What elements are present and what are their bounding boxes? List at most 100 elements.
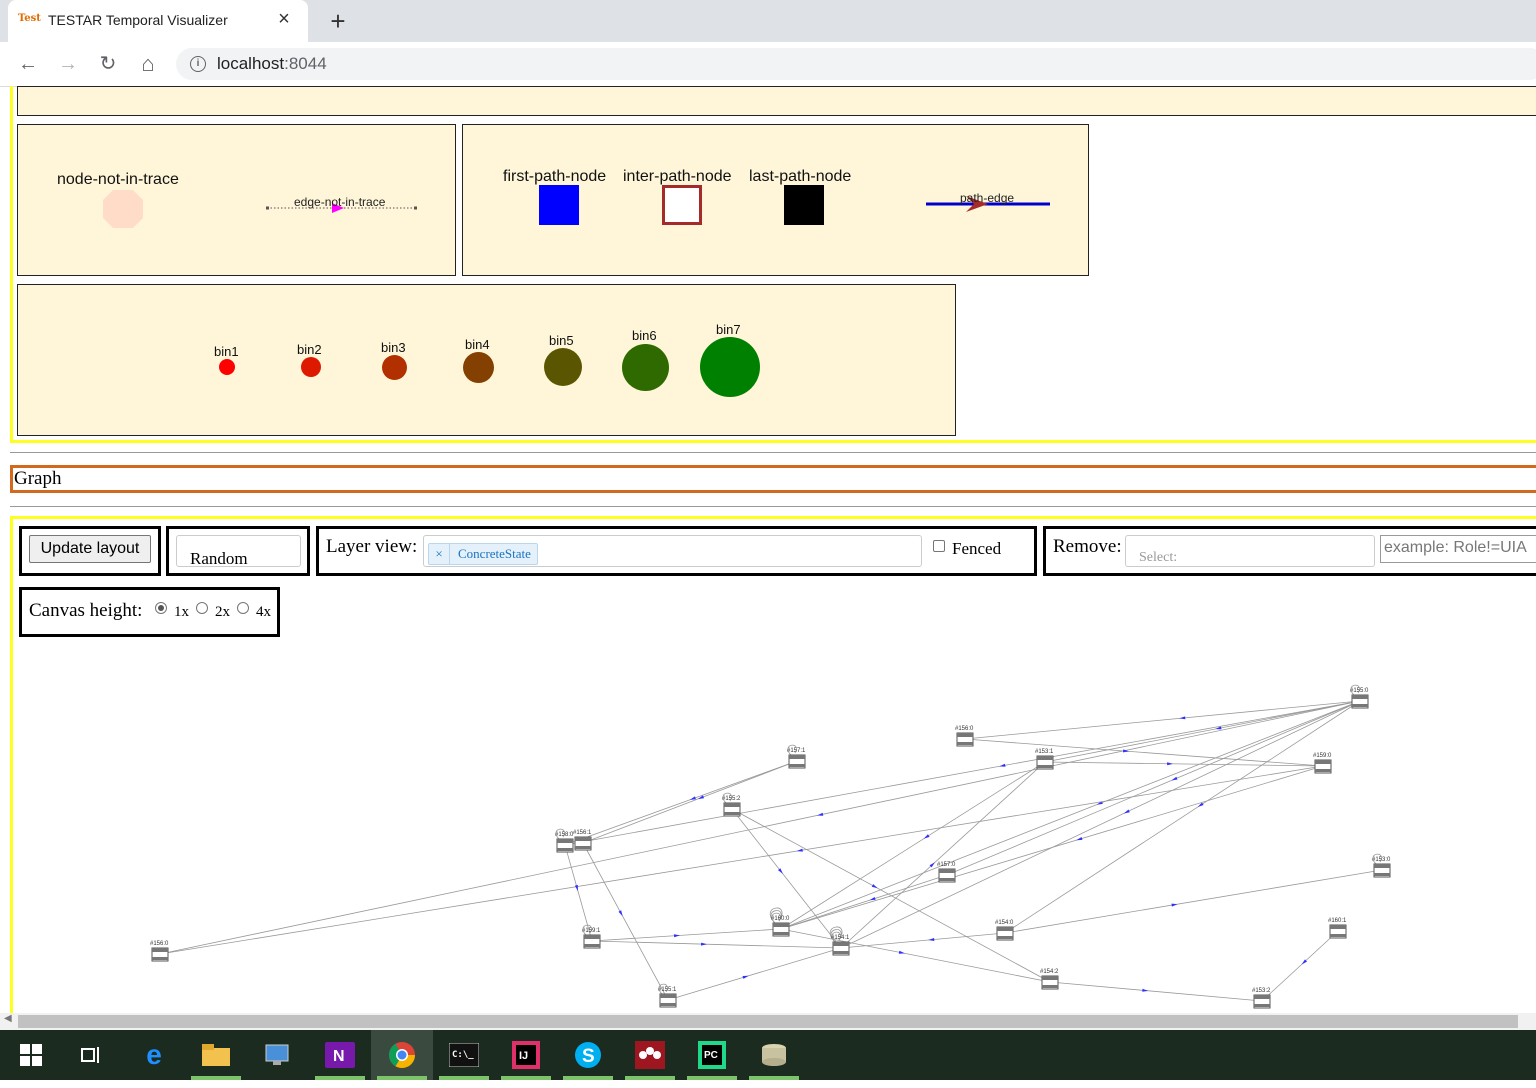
chrome-icon[interactable] xyxy=(371,1030,433,1080)
mendeley-active xyxy=(625,1076,675,1080)
self-loop-edge[interactable] xyxy=(787,744,797,756)
graph-edge[interactable] xyxy=(1044,761,1324,767)
update-layout-button[interactable]: Update layout xyxy=(29,535,151,563)
canvas-2x-radio[interactable] xyxy=(196,602,208,614)
self-loop-edge[interactable] xyxy=(769,907,783,924)
graph-node[interactable]: #155:2 xyxy=(722,796,741,817)
graph-edge[interactable] xyxy=(582,842,669,1001)
chip-label: ConcreteState xyxy=(458,546,531,561)
graph-node[interactable]: #158:0 xyxy=(555,832,574,853)
file-explorer-icon[interactable] xyxy=(185,1030,247,1080)
remove-select[interactable]: Select: xyxy=(1125,535,1375,567)
graph-edge[interactable] xyxy=(564,760,798,846)
graph-node[interactable]: #159:1 xyxy=(582,928,601,949)
graph-node[interactable]: #156:0 xyxy=(150,941,169,962)
graph-edge[interactable] xyxy=(780,700,1361,930)
graph-edge[interactable] xyxy=(964,700,1361,740)
graph-node[interactable]: #153:0 xyxy=(1372,857,1391,878)
graph-edge[interactable] xyxy=(1004,869,1383,934)
graph-edge[interactable] xyxy=(1261,930,1339,1002)
graph-edge[interactable] xyxy=(780,761,1046,930)
graph-node[interactable]: #155:0 xyxy=(1350,688,1369,709)
remote-desktop-icon[interactable] xyxy=(247,1030,309,1080)
node-label: #156:0 xyxy=(150,941,169,947)
canvas-1x-radio[interactable] xyxy=(155,602,167,614)
self-loop-edge[interactable] xyxy=(722,792,732,804)
fenced-checkbox[interactable] xyxy=(933,540,945,552)
graph-node[interactable]: #156:0 xyxy=(955,726,974,747)
canvas-4x-radio[interactable] xyxy=(237,602,249,614)
graph-edge[interactable] xyxy=(159,765,1324,955)
site-info-icon[interactable]: i xyxy=(190,56,206,72)
graph-node[interactable]: #157:0 xyxy=(937,862,956,883)
self-loop-edge[interactable] xyxy=(829,926,843,943)
home-icon[interactable]: ⌂ xyxy=(141,51,155,76)
mendeley-icon[interactable] xyxy=(619,1030,681,1080)
address-bar[interactable] xyxy=(176,48,1536,80)
pycharm-icon[interactable]: PC xyxy=(681,1030,743,1080)
url-text[interactable]: localhost:8044 xyxy=(217,54,327,74)
tab-close-icon[interactable]: × xyxy=(278,8,290,30)
onenote-icon[interactable]: N xyxy=(309,1030,371,1080)
chip-remove-icon[interactable]: × xyxy=(429,544,450,564)
graph-edge[interactable] xyxy=(582,760,798,844)
browser-tab[interactable] xyxy=(8,0,308,42)
graph-edge[interactable] xyxy=(964,738,1324,767)
graph-edge[interactable] xyxy=(780,765,1324,930)
self-loop-edge[interactable] xyxy=(1372,853,1382,865)
self-loop-edge[interactable] xyxy=(658,983,668,995)
graph-header[interactable]: Graph xyxy=(10,465,1536,493)
self-loop-edge[interactable] xyxy=(582,924,592,936)
scroll-left-icon[interactable]: ◀ xyxy=(4,1013,12,1024)
edge-icon[interactable]: e xyxy=(146,1039,162,1070)
graph-edge[interactable] xyxy=(1004,700,1361,934)
graph-edge[interactable] xyxy=(564,700,1361,846)
start-icon[interactable] xyxy=(0,1030,62,1080)
graph-canvas[interactable]: #155:0 #156:0 #157:1 #153:1 #159:0 #155:2 #158… xyxy=(0,640,1536,1013)
graph-node[interactable]: #155:1 xyxy=(658,987,677,1008)
graph-edge[interactable] xyxy=(840,761,1046,949)
graph-edge[interactable] xyxy=(731,808,842,949)
forward-icon[interactable]: → xyxy=(58,53,78,75)
node-stripe xyxy=(1037,765,1053,768)
graph-edge[interactable] xyxy=(1049,981,1263,1002)
graph-edge[interactable] xyxy=(667,947,842,1001)
graph-edge[interactable] xyxy=(780,928,1051,983)
graph-edge[interactable] xyxy=(159,700,1361,955)
new-tab-icon[interactable]: + xyxy=(330,6,346,36)
graph-edge[interactable] xyxy=(946,700,1361,876)
graph-node[interactable]: #154:2 xyxy=(1040,969,1059,990)
bin7-circle xyxy=(700,337,760,397)
intellij-icon[interactable]: IJ xyxy=(495,1030,557,1080)
reload-icon[interactable]: ↻ xyxy=(99,53,117,75)
layer-chip[interactable]: × ConcreteState xyxy=(428,543,538,565)
graph-node[interactable]: #160:1 xyxy=(1328,918,1347,939)
graph-node[interactable]: #154:0 xyxy=(995,920,1014,941)
graph-node[interactable]: #154:1 xyxy=(831,935,850,956)
back-icon[interactable]: ← xyxy=(18,53,38,75)
graph-node[interactable]: #157:1 xyxy=(787,748,806,769)
graph-edge[interactable] xyxy=(731,808,1051,983)
graph-edge[interactable] xyxy=(840,700,1361,949)
graph-edge[interactable] xyxy=(591,928,782,942)
layout-select[interactable]: Random xyxy=(176,535,301,568)
graph-edge[interactable] xyxy=(564,844,593,942)
graph-node[interactable]: #159:0 xyxy=(1313,753,1332,774)
graph-node[interactable]: #156:1 xyxy=(573,830,592,851)
terminal-icon[interactable]: C:\_ xyxy=(433,1030,495,1080)
self-loop-edge[interactable] xyxy=(1350,684,1360,696)
graph-edge[interactable] xyxy=(780,874,948,930)
graph-edge[interactable] xyxy=(591,940,842,949)
graph-node[interactable]: #153:2 xyxy=(1252,988,1271,1009)
scrollbar-thumb[interactable] xyxy=(18,1015,1518,1028)
filter-input[interactable]: example: Role!=UIA xyxy=(1380,535,1536,563)
graph-edge[interactable] xyxy=(1044,700,1361,763)
graph-node[interactable]: #153:1 xyxy=(1035,749,1054,770)
database-icon[interactable] xyxy=(743,1030,805,1080)
skype-icon[interactable]: S xyxy=(557,1030,619,1080)
layer-view-select[interactable] xyxy=(423,535,922,567)
graph-node[interactable]: #160:0 xyxy=(771,916,790,937)
task-view-icon[interactable] xyxy=(60,1030,122,1080)
graph-edge[interactable] xyxy=(840,932,1006,949)
self-loop-edge[interactable] xyxy=(555,828,565,840)
